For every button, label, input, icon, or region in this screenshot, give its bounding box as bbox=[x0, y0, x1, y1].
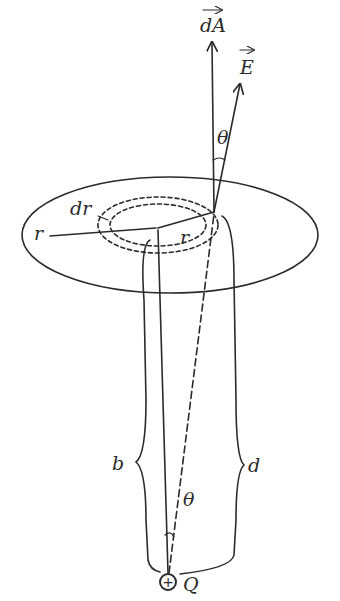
angle-label: θ bbox=[183, 488, 194, 510]
bracket-d bbox=[180, 216, 244, 574]
radius-label: r bbox=[180, 226, 189, 248]
radius-line bbox=[158, 212, 214, 228]
distance-b-line bbox=[158, 230, 168, 573]
vector-mark bbox=[240, 49, 254, 50]
vector-name: dA bbox=[200, 14, 226, 36]
vector-name: E bbox=[240, 56, 254, 78]
width-label: dr bbox=[70, 197, 91, 219]
charge-name: Q bbox=[183, 573, 199, 595]
charge-sign: + bbox=[161, 575, 175, 589]
vector-mark bbox=[203, 9, 222, 10]
point-charge: +Q bbox=[159, 573, 177, 591]
radius-label: r bbox=[34, 222, 43, 244]
field-vector bbox=[214, 84, 240, 212]
distance-label: d bbox=[248, 454, 260, 476]
area-vector bbox=[212, 42, 214, 212]
angle-arc bbox=[165, 533, 174, 537]
angle-label: θ bbox=[217, 126, 228, 148]
distance-label: b bbox=[112, 452, 124, 474]
bracket-b bbox=[136, 240, 160, 572]
dr-tick bbox=[98, 216, 108, 220]
distance-d-line bbox=[169, 214, 214, 573]
angle-arc bbox=[213, 158, 225, 160]
outer-radius-line bbox=[50, 228, 156, 236]
disk-outline bbox=[22, 177, 318, 293]
